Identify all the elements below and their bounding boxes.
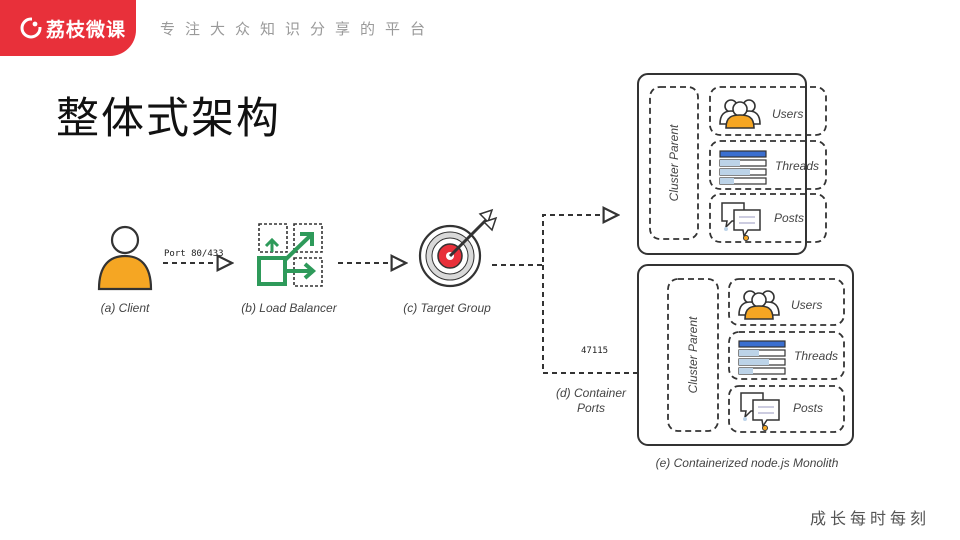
load-balancer-icon (257, 223, 323, 287)
service-users-label-1: Users (772, 107, 803, 121)
brand-logo: 荔枝微课 (0, 0, 136, 56)
footer-slogan: 成长每时每刻 (810, 509, 931, 528)
cluster-box-1: Cluster Parent Users Threads Posts (637, 73, 827, 255)
users-icon (738, 290, 780, 320)
load-balancer-label: (b) Load Balancer (241, 301, 337, 315)
host-port-label: 47115 (581, 346, 608, 356)
client-icon (97, 225, 153, 291)
cluster-parent-label-2: Cluster Parent (686, 316, 700, 393)
service-users-label-2: Users (791, 298, 822, 312)
users-icon (719, 99, 761, 129)
target-group-icon (418, 208, 498, 288)
service-posts-label-1: Posts (774, 211, 804, 225)
container-ports-label-line1: (d) Container (556, 386, 627, 400)
service-threads-label-2: Threads (794, 349, 838, 363)
target-group-label: (c) Target Group (403, 301, 491, 315)
service-posts-label-2: Posts (793, 401, 823, 415)
container-ports-label-line2: Ports (577, 401, 605, 415)
service-threads-label-1: Threads (775, 159, 819, 173)
brand-name: 荔枝微课 (46, 18, 127, 41)
cluster-parent-label-1: Cluster Parent (667, 124, 681, 201)
port-label: Port 80/433 (164, 249, 224, 259)
edge-tg-to-cluster-1 (492, 215, 618, 266)
cluster-box-2: Cluster Parent Users Threads Posts (637, 264, 854, 446)
client-label: (a) Client (101, 301, 150, 315)
brand-icon (20, 17, 42, 39)
edge-tg-to-cluster-2 (542, 265, 660, 373)
brand-slogan: 专注大众知识分享的平台 (160, 20, 436, 38)
page-title: 整体式架构 (56, 94, 281, 144)
monolith-label: (e) Containerized node.js Monolith (656, 456, 839, 470)
